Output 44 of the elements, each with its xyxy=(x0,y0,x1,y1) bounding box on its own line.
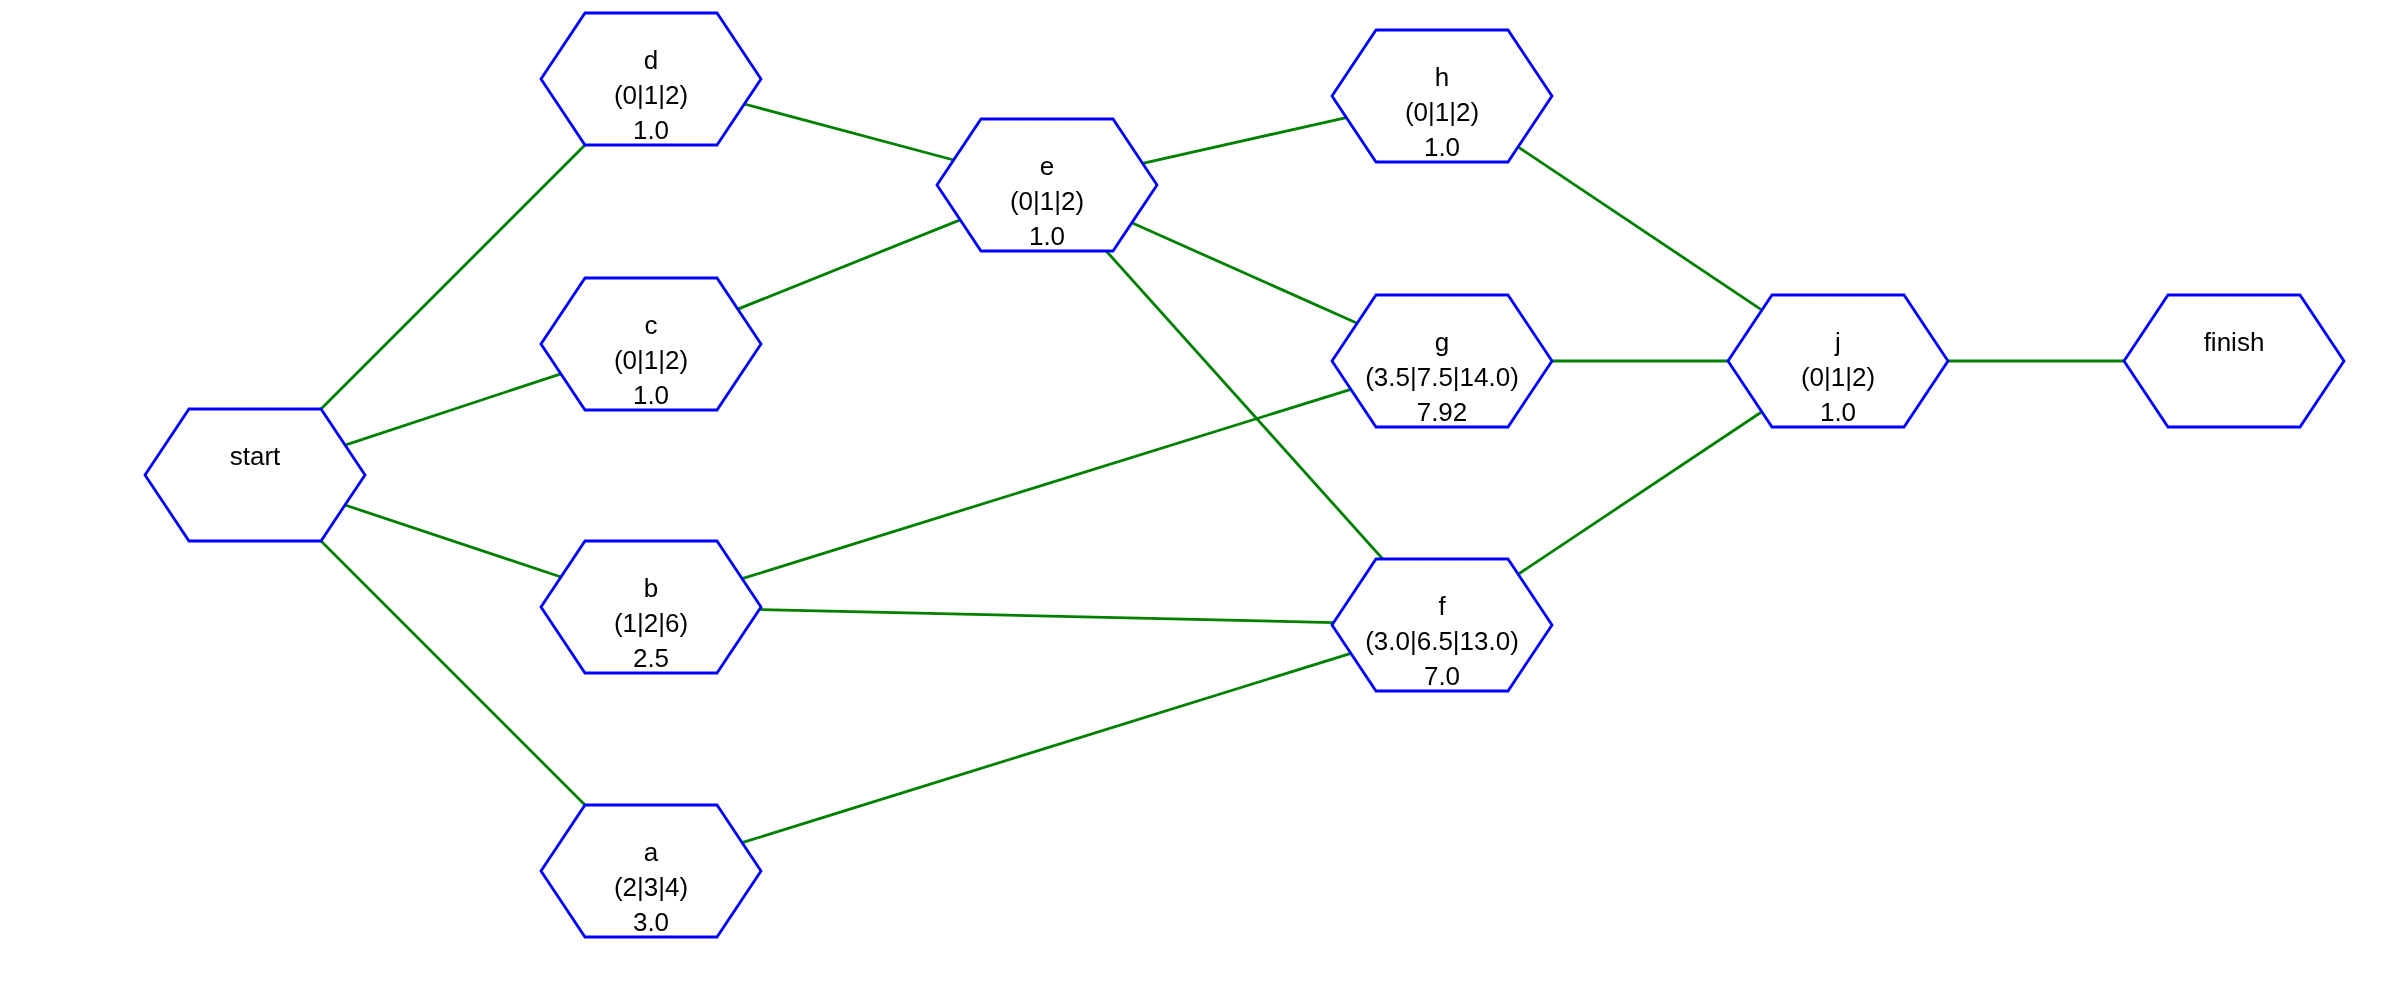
node-label: (2|3|4) xyxy=(613,871,689,904)
connector-line xyxy=(737,218,961,311)
node-label: 2.5 xyxy=(632,642,670,675)
connector-line xyxy=(1517,145,1763,312)
connector-line xyxy=(344,372,562,447)
node-label: b xyxy=(643,572,659,605)
connector-line xyxy=(320,540,586,806)
node-label: c xyxy=(644,309,658,342)
node-label: 1.0 xyxy=(632,379,670,412)
connector-line xyxy=(1948,359,2124,363)
node-label: d xyxy=(643,44,659,77)
node-label: (0|1|2) xyxy=(1009,185,1085,218)
connector-line xyxy=(741,388,1352,580)
connector-line xyxy=(744,102,954,162)
node-label: (0|1|2) xyxy=(1800,361,1876,394)
node-label: j xyxy=(1835,326,1841,359)
node-label: e xyxy=(1039,150,1055,183)
node-label: (1|2|6) xyxy=(613,607,689,640)
connector-line xyxy=(320,144,586,410)
node-label: (3.0|6.5|13.0) xyxy=(1365,625,1519,658)
node-label: (0|1|2) xyxy=(613,79,689,112)
node-label: g xyxy=(1434,326,1450,359)
connector-line xyxy=(1142,116,1347,165)
node-label: (0|1|2) xyxy=(1404,96,1480,129)
node-label: 7.0 xyxy=(1423,660,1461,693)
node-label: (0|1|2) xyxy=(613,344,689,377)
connector-line xyxy=(1131,221,1358,325)
node-label: 1.0 xyxy=(1423,131,1461,164)
connector-line xyxy=(1552,359,1728,363)
node-label: a xyxy=(643,836,659,869)
node-label: (3.5|7.5|14.0) xyxy=(1365,361,1519,394)
connector-line xyxy=(759,608,1334,624)
connector-line xyxy=(1517,410,1763,576)
node-label: f xyxy=(1438,590,1446,623)
node-label: start xyxy=(229,440,281,473)
node-label: finish xyxy=(2203,326,2265,359)
connector-line xyxy=(741,652,1352,844)
node-label: 1.0 xyxy=(632,114,670,147)
node-label: 3.0 xyxy=(632,906,670,939)
node-label: 1.0 xyxy=(1819,396,1857,429)
node-label: 1.0 xyxy=(1028,220,1066,253)
node-label: h xyxy=(1434,61,1450,94)
node-label: 7.92 xyxy=(1416,396,1468,429)
connector-line xyxy=(344,503,562,579)
